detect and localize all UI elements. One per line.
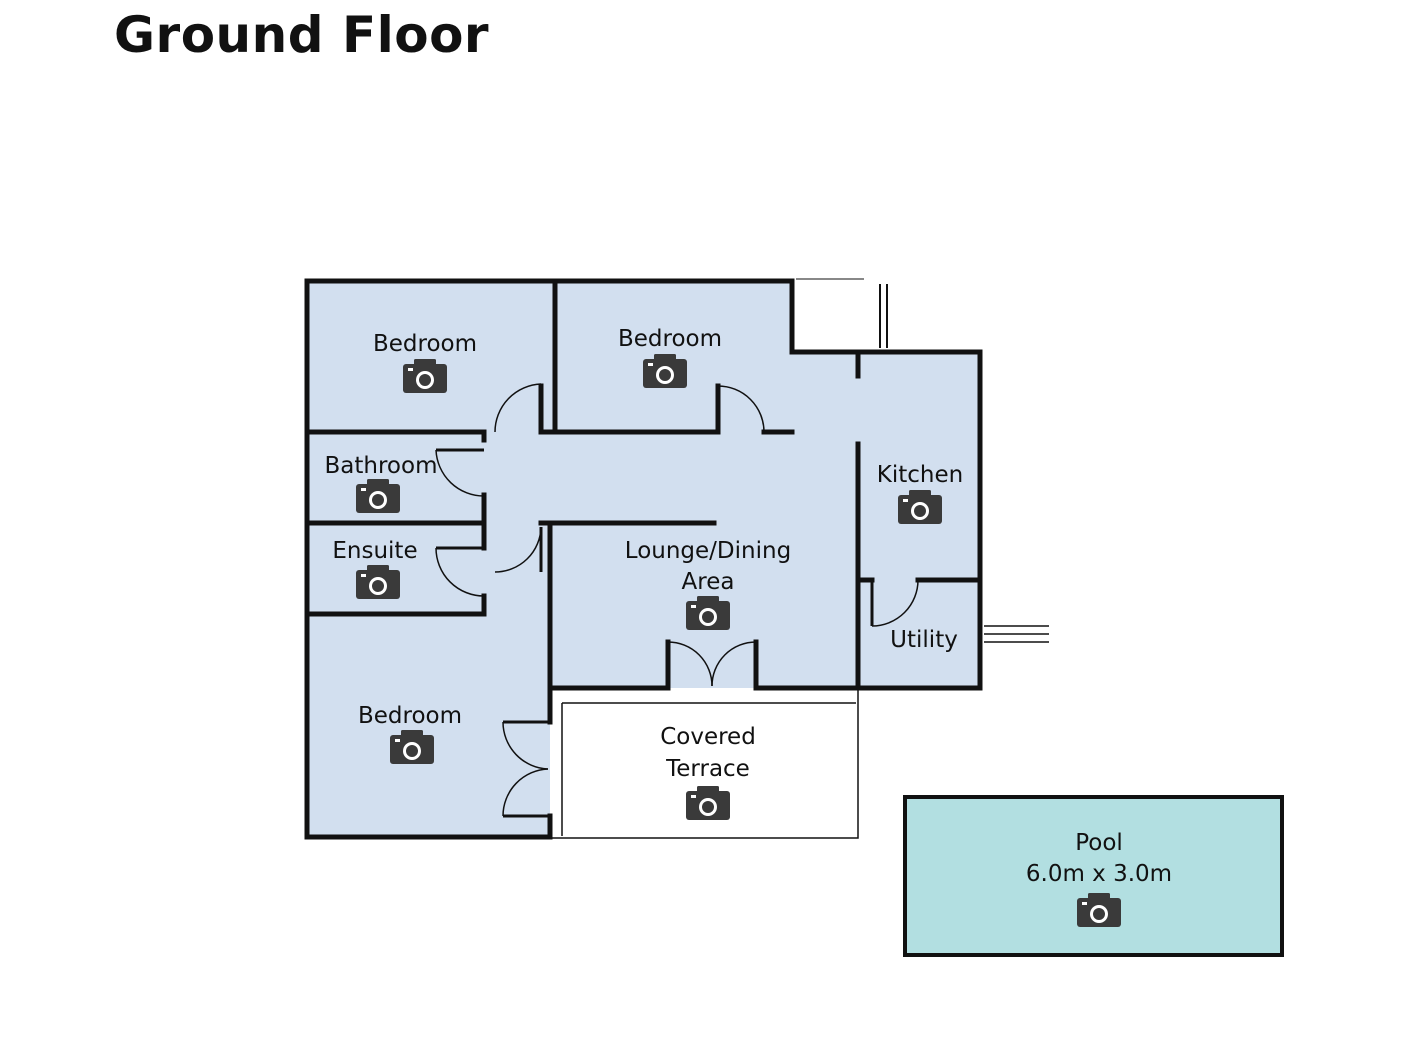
room-label-ensuite: Ensuite <box>332 538 417 564</box>
room-label-bedroom-3: Bedroom <box>358 703 462 729</box>
room-label-bedroom-1: Bedroom <box>373 331 477 357</box>
camera-icon[interactable] <box>356 565 400 599</box>
camera-icon[interactable] <box>686 786 730 820</box>
room-label-bathroom: Bathroom <box>325 453 438 479</box>
room-label-terrace-line1: Covered <box>660 724 756 750</box>
room-label-lounge-line1: Lounge/Dining <box>625 538 791 564</box>
exterior-lines <box>796 278 1049 643</box>
camera-icon[interactable] <box>403 359 447 393</box>
camera-icon[interactable] <box>390 730 434 764</box>
room-label-bedroom-2: Bedroom <box>618 326 722 352</box>
internal-walls <box>304 278 983 691</box>
camera-icon[interactable] <box>643 354 687 388</box>
room-label-utility: Utility <box>890 627 958 653</box>
doors <box>435 383 919 818</box>
camera-icon[interactable] <box>356 479 400 513</box>
room-label-pool-line1: Pool <box>1075 830 1123 856</box>
camera-icon[interactable] <box>686 596 730 630</box>
terrace-outline <box>552 690 859 839</box>
camera-icon[interactable] <box>898 490 942 524</box>
page-title: Ground Floor <box>114 6 490 64</box>
pool <box>903 795 1284 957</box>
room-label-kitchen: Kitchen <box>877 462 963 488</box>
room-label-lounge-line2: Area <box>682 569 735 595</box>
room-label-pool-line2: 6.0m x 3.0m <box>1026 861 1172 887</box>
room-label-terrace-line2: Terrace <box>665 756 750 782</box>
camera-icon[interactable] <box>1077 893 1121 927</box>
